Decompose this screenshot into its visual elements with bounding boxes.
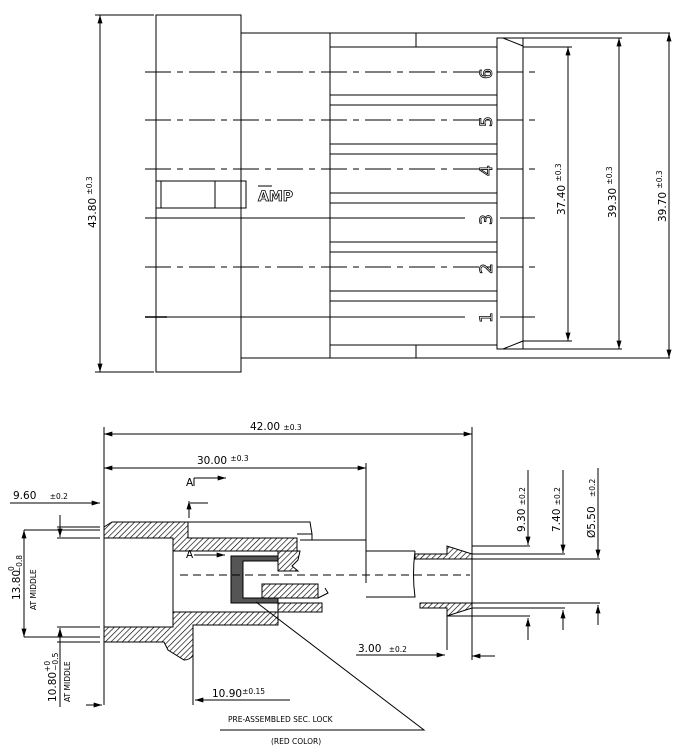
cable-seal-bottom: [419, 602, 473, 617]
dim-37-40: 37.40 ±0.3: [554, 163, 568, 215]
dim-5-50: Ø5.50 ±0.2: [586, 479, 598, 538]
callout-leader: [220, 601, 426, 731]
svg-text:1: 1: [477, 312, 497, 323]
dim-9-30: 9.30 ±0.2: [516, 487, 528, 532]
dim-3-00: 3.00 ±0.2: [358, 643, 407, 655]
housing-bottom-wall: [103, 611, 279, 661]
cable-seal-top: [414, 545, 473, 560]
svg-text:AT MIDDLE: AT MIDDLE: [63, 661, 72, 702]
svg-text:6: 6: [477, 68, 497, 79]
dim-overall-height: 43.80 ±0.3: [85, 176, 99, 228]
section-mark-a: A: [186, 477, 194, 489]
comb-ribs: [330, 94, 497, 302]
dim-39-70: 39.70 ±0.3: [655, 170, 669, 222]
svg-text:5: 5: [477, 116, 497, 127]
pin-centerlines: [145, 71, 535, 318]
svg-text:AT MIDDLE: AT MIDDLE: [29, 569, 38, 610]
pin-numbers: 6 5 4 3 2 1: [477, 68, 498, 324]
latch: [155, 180, 247, 209]
dim-10-90: 10.90±0.15: [212, 687, 265, 700]
svg-text:3: 3: [477, 214, 497, 225]
side-view: 42.00 ±0.3 30.00 ±0.3 A 9.60 ±0.2 A: [7, 421, 601, 746]
callout-note: (RED COLOR): [271, 737, 321, 746]
dim-9-60: 9.60 ±0.2: [13, 490, 68, 502]
dim-13-80: 13.800−0.8: [7, 555, 24, 600]
dim-30-00: 30.00 ±0.3: [197, 454, 249, 467]
dim-42-00: 42.00 ±0.3: [250, 421, 302, 433]
dim-10-80: 10.80+0−0.5: [43, 652, 60, 702]
flange: [155, 14, 242, 373]
amp-logo: AMP: [258, 189, 293, 205]
svg-text:2: 2: [477, 263, 497, 274]
end-cap: [496, 37, 524, 350]
dim-7-40: 7.40 ±0.2: [551, 487, 563, 532]
svg-text:4: 4: [477, 165, 497, 176]
housing-top-wall: [103, 521, 298, 552]
top-view: 43.80 ±0.3 AMP 6 5 4 3 2: [85, 14, 672, 373]
dim-39-30: 39.30 ±0.3: [605, 166, 619, 218]
svg-text:A: A: [186, 549, 194, 561]
callout-text: PRE-ASSEMBLED SEC. LOCK: [228, 715, 334, 724]
